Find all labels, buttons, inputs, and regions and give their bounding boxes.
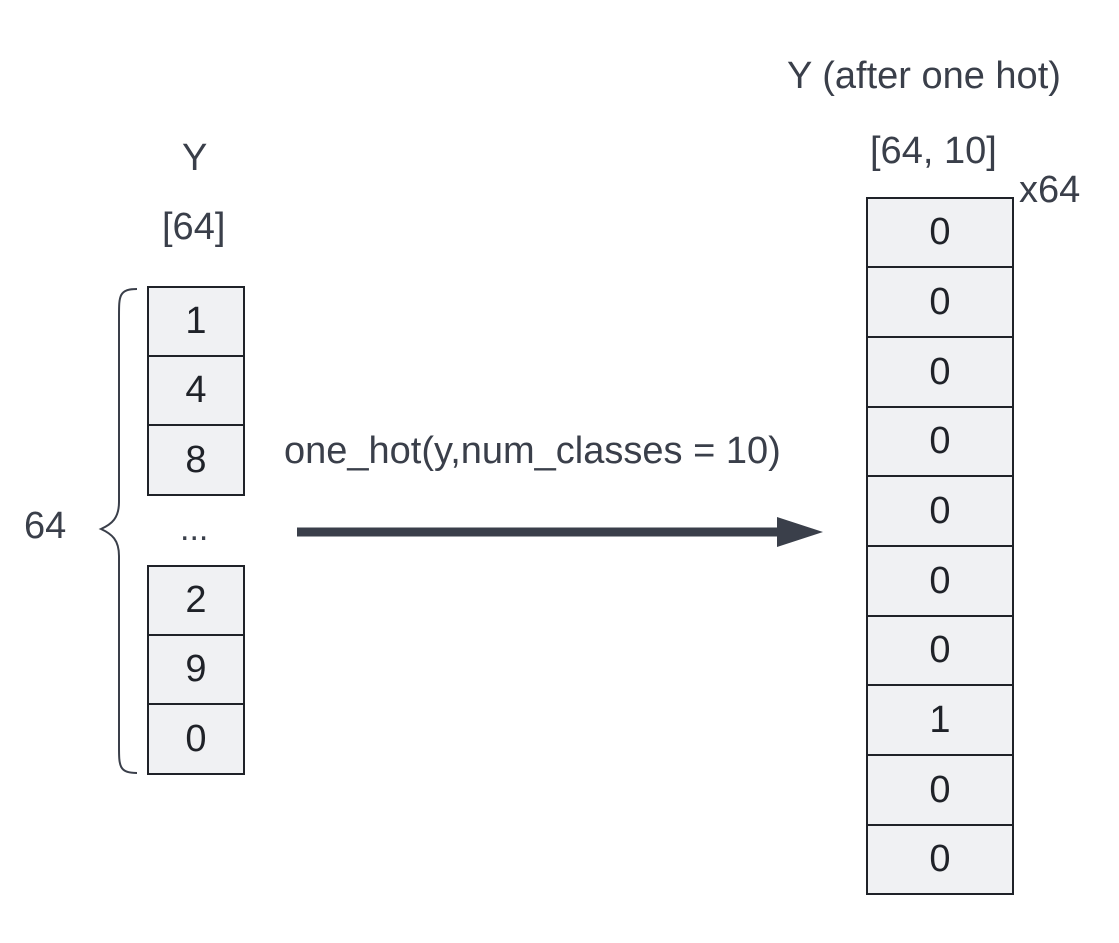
input-shape: [64] bbox=[162, 206, 226, 248]
input-cell: 4 bbox=[147, 355, 245, 426]
arrow-label: one_hot(y,num_classes = 10) bbox=[284, 430, 781, 472]
input-cell: 2 bbox=[147, 565, 245, 636]
curly-brace bbox=[98, 288, 138, 774]
repeat-label: x64 bbox=[1019, 169, 1081, 211]
output-cell: 0 bbox=[866, 475, 1014, 547]
output-cell: 0 bbox=[866, 545, 1014, 617]
output-cell: 0 bbox=[866, 336, 1014, 408]
ellipsis: ... bbox=[180, 510, 209, 548]
output-cell: 0 bbox=[866, 824, 1014, 895]
output-shape: [64, 10] bbox=[870, 130, 997, 172]
input-cell: 9 bbox=[147, 634, 245, 705]
input-cell: 8 bbox=[147, 424, 245, 496]
output-cell: 1 bbox=[866, 684, 1014, 756]
transform-arrow-head bbox=[777, 517, 823, 547]
input-title: Y bbox=[182, 137, 208, 179]
batch-size-label: 64 bbox=[24, 505, 67, 547]
output-cell: 0 bbox=[866, 266, 1014, 338]
output-cell: 0 bbox=[866, 406, 1014, 477]
output-cell: 0 bbox=[866, 615, 1014, 686]
input-cell: 0 bbox=[147, 703, 245, 775]
output-title: Y (after one hot) bbox=[787, 55, 1061, 97]
